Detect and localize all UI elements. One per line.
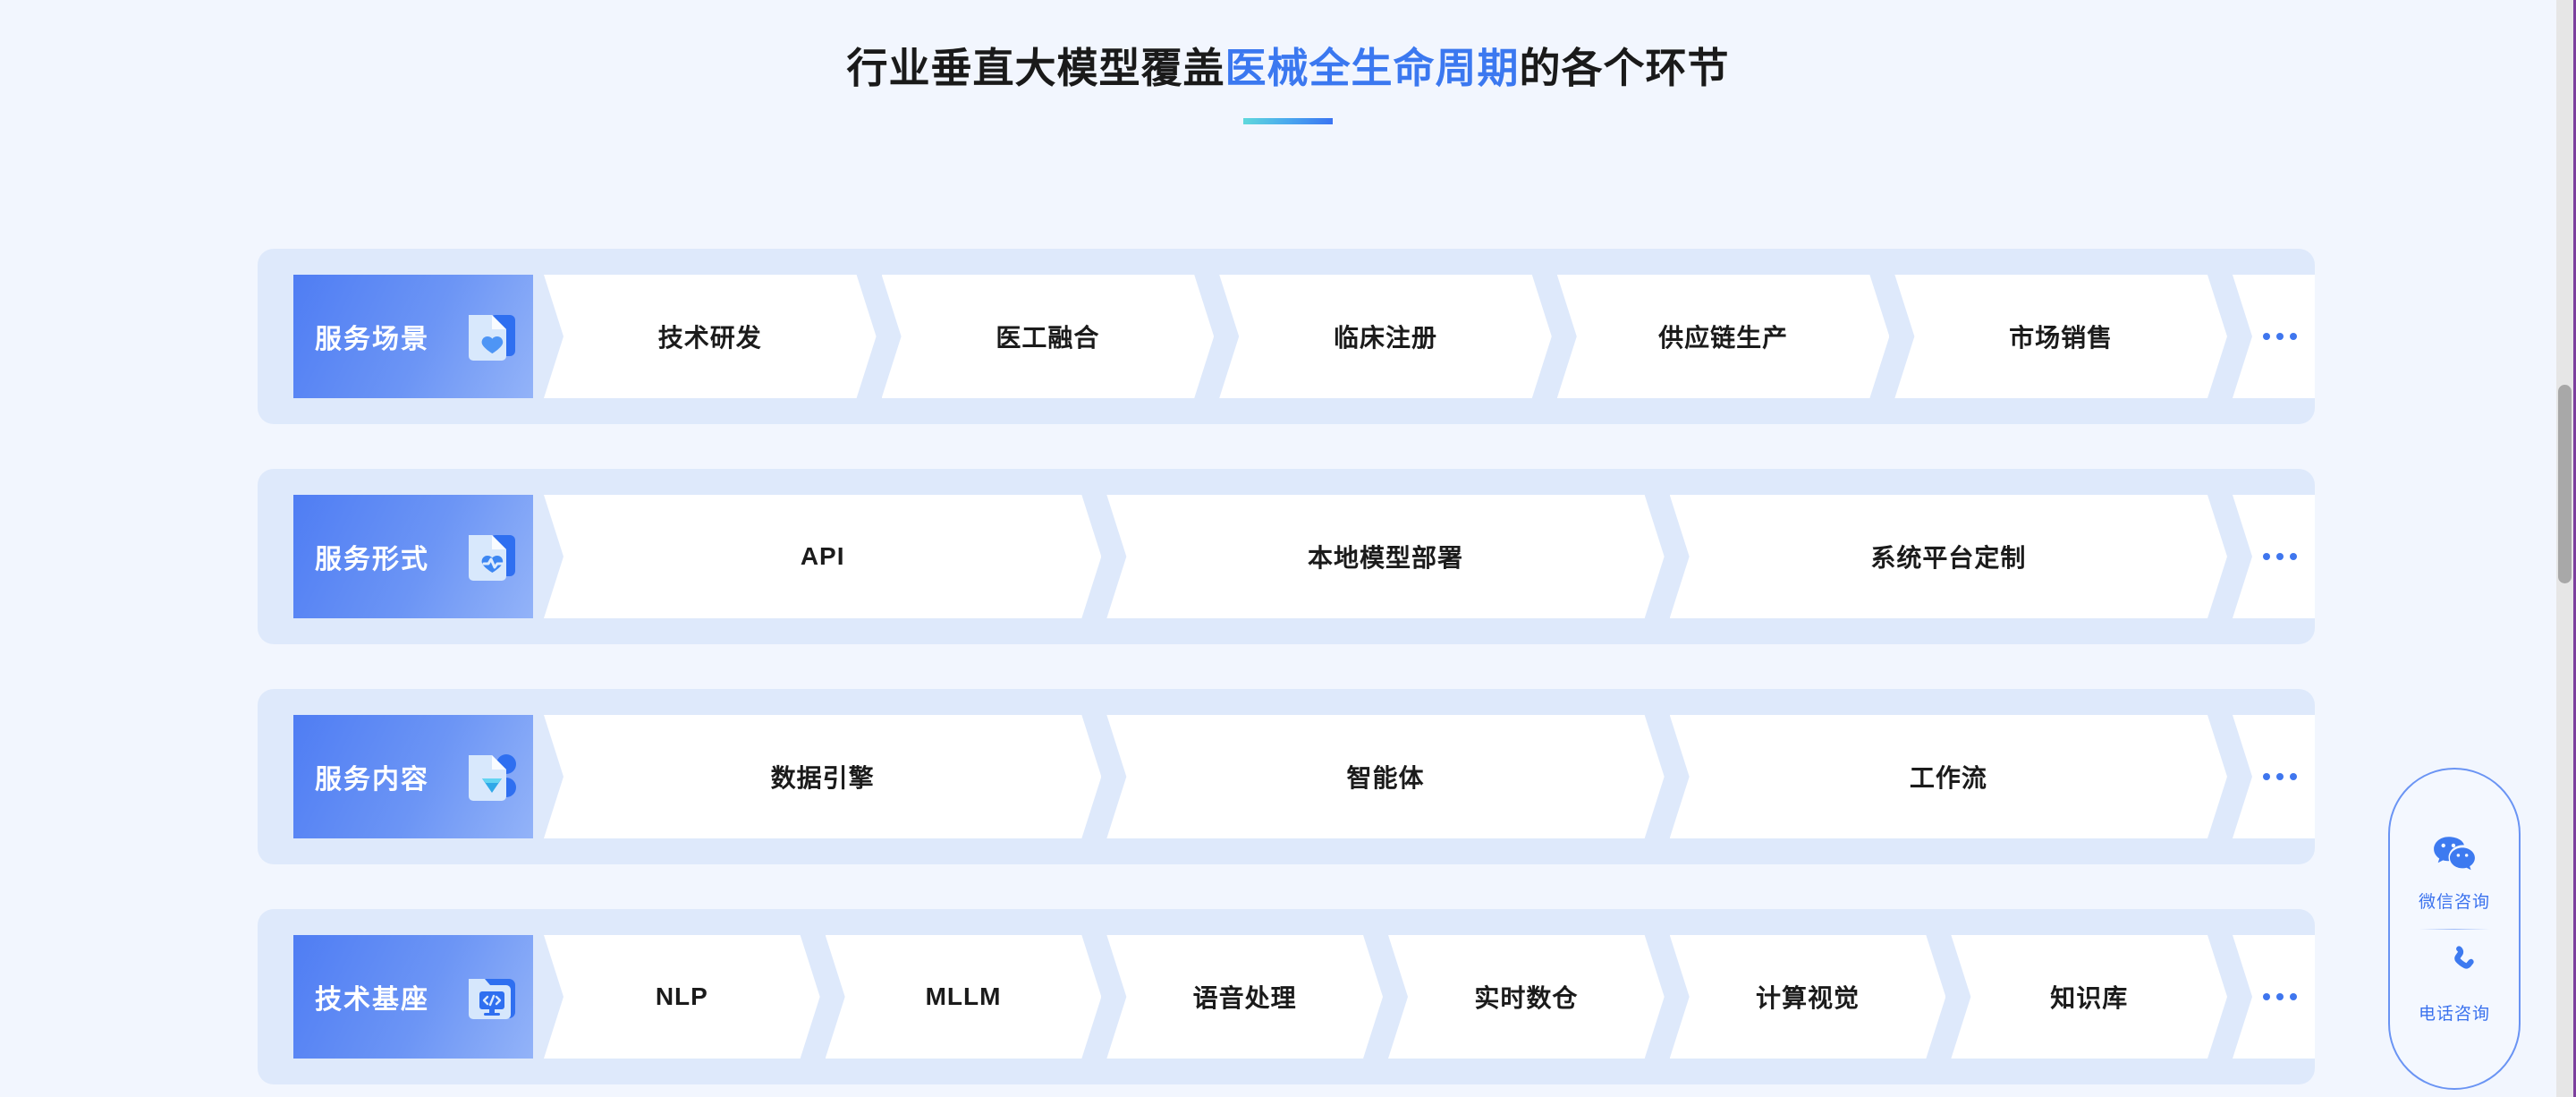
chip-label: 技术研发 [657, 324, 762, 352]
chip-label: 数据引擎 [770, 764, 875, 792]
vertical-scrollbar[interactable] [2556, 0, 2573, 1097]
pipeline-chip[interactable]: 语音处理 [1106, 935, 1383, 1059]
pipeline-chip[interactable]: 智能体 [1106, 715, 1664, 838]
pipeline-chip[interactable]: 临床注册 [1219, 275, 1552, 398]
row-chips: 技术研发 医工融合 临床注册 供应链生产 市场销售 [544, 275, 2315, 398]
chip-label: 语音处理 [1192, 984, 1297, 1012]
contact-divider [2419, 928, 2489, 930]
pipeline-row-service-formats: 服务形式 API 本地模型部署 系统平台定制 [258, 469, 2315, 644]
pipeline-chip[interactable]: NLP [544, 935, 820, 1059]
chip-label: 实时数仓 [1474, 984, 1579, 1012]
pipeline-chip[interactable]: 数据引擎 [544, 715, 1101, 838]
chip-label: 系统平台定制 [1870, 544, 2027, 572]
pipeline-chip-more[interactable] [2232, 275, 2315, 398]
document-heart-icon [460, 304, 524, 369]
page-header: 行业垂直大模型覆盖医械全生命周期的各个环节 [0, 0, 2576, 124]
row-label-text: 服务内容 [315, 765, 429, 795]
pipeline-chip[interactable]: MLLM [826, 935, 1102, 1059]
contact-wechat-button[interactable]: 微信咨询 [2390, 818, 2519, 929]
document-diamond-icon [460, 744, 524, 809]
pipeline-chip[interactable]: 系统平台定制 [1670, 495, 2227, 618]
page-title-prefix: 行业垂直大模型覆盖 [846, 45, 1225, 91]
page-title-suffix: 的各个环节 [1519, 45, 1730, 91]
row-label-block[interactable]: 技术基座 [293, 935, 533, 1059]
row-label-text: 技术基座 [315, 985, 429, 1015]
pipeline-chip[interactable]: 计算视觉 [1670, 935, 1946, 1059]
row-label-block[interactable]: 服务形式 [293, 495, 533, 618]
ellipsis-icon [2250, 333, 2297, 340]
chip-label: 工作流 [1909, 764, 1987, 792]
scrollbar-thumb[interactable] [2558, 385, 2572, 583]
chip-label: 计算视觉 [1756, 984, 1860, 1012]
document-heartbeat-icon [460, 524, 524, 589]
wechat-icon [2432, 834, 2477, 880]
chip-label: MLLM [925, 982, 1002, 1010]
ellipsis-icon [2250, 993, 2298, 1000]
pipeline-chip[interactable]: 知识库 [1951, 935, 2227, 1059]
pipeline-chip[interactable]: 供应链生产 [1557, 275, 1890, 398]
pipeline-chip[interactable]: 技术研发 [544, 275, 877, 398]
row-label-text: 服务形式 [315, 545, 429, 574]
row-chips: NLP MLLM 语音处理 实时数仓 计算视觉 知识库 [544, 935, 2315, 1059]
pipeline-chip-more[interactable] [2232, 715, 2315, 838]
contact-phone-button[interactable]: 电话咨询 [2390, 930, 2519, 1041]
pipeline-chip[interactable]: 市场销售 [1894, 275, 2227, 398]
browser-edge-stripe [2573, 0, 2576, 1097]
pipeline-bands: 服务场景 技术研发 医工融合 临床注册 供应链生产 市场销售 服务形式 [258, 249, 2315, 1084]
row-chips: 数据引擎 智能体 工作流 [544, 715, 2315, 838]
row-chips: API 本地模型部署 系统平台定制 [544, 495, 2315, 618]
page-title-highlight: 医械全生命周期 [1224, 45, 1520, 91]
pipeline-chip-more[interactable] [2232, 495, 2315, 618]
ellipsis-icon [2250, 553, 2297, 560]
pipeline-row-service-scenarios: 服务场景 技术研发 医工融合 临床注册 供应链生产 市场销售 [258, 249, 2315, 424]
contact-wechat-label: 微信咨询 [2418, 892, 2490, 912]
chip-label: 供应链生产 [1658, 324, 1789, 352]
pipeline-chip[interactable]: 本地模型部署 [1106, 495, 1664, 618]
contact-phone-label: 电话咨询 [2418, 1004, 2490, 1024]
row-label-block[interactable]: 服务场景 [293, 275, 533, 398]
chip-label: 医工融合 [996, 324, 1100, 352]
chip-label: 知识库 [2050, 984, 2129, 1012]
chip-label: 市场销售 [2009, 324, 2114, 352]
pipeline-chip[interactable]: API [544, 495, 1101, 618]
row-label-text: 服务场景 [315, 325, 429, 354]
pipeline-chip-more[interactable] [2233, 935, 2315, 1059]
chip-label: 临床注册 [1333, 324, 1437, 352]
row-label-block[interactable]: 服务内容 [293, 715, 533, 838]
pipeline-chip[interactable]: 实时数仓 [1388, 935, 1665, 1059]
chip-label: NLP [655, 982, 708, 1010]
pipeline-row-service-content: 服务内容 数据引擎 智能体 工作流 [258, 689, 2315, 864]
chip-label: 智能体 [1346, 764, 1425, 792]
folder-code-icon [460, 965, 524, 1029]
ellipsis-icon [2250, 773, 2297, 780]
chip-label: API [800, 542, 845, 570]
page-title: 行业垂直大模型覆盖医械全生命周期的各个环节 [0, 43, 2576, 95]
pipeline-row-tech-foundation: 技术基座 NLP MLLM 语音处理 实时数仓 计算视觉 知识库 [258, 909, 2315, 1084]
phone-icon [2434, 945, 2475, 991]
pipeline-chip[interactable]: 工作流 [1670, 715, 2227, 838]
title-underline-accent [1243, 117, 1333, 124]
pipeline-chip[interactable]: 医工融合 [882, 275, 1215, 398]
chip-label: 本地模型部署 [1307, 544, 1463, 572]
floating-contact-widget: 微信咨询 电话咨询 [2388, 768, 2521, 1090]
